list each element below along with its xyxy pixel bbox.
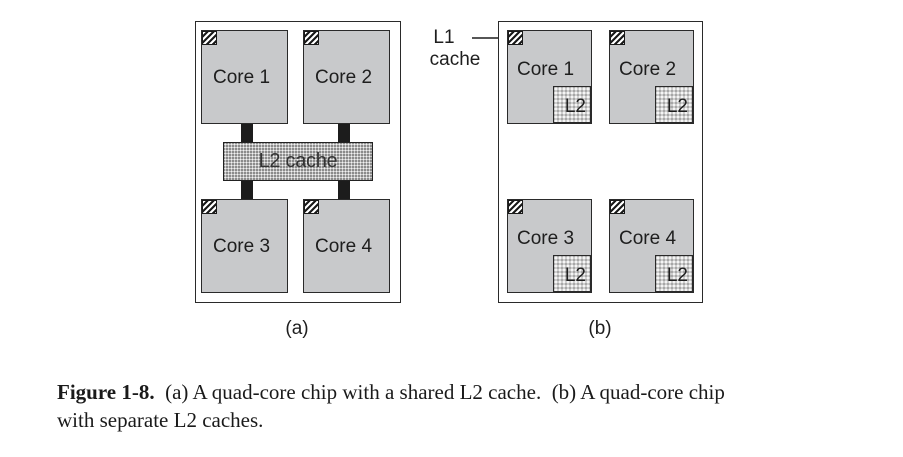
core-a-2: Core 2	[303, 30, 390, 124]
caption-line1-text: (a) A quad-core chip with a shared L2 ca…	[165, 380, 725, 404]
private-l2-cache: L2	[553, 86, 591, 123]
annotation-line2: cache	[429, 49, 481, 70]
l1-cache-annotation: L1 cache	[420, 27, 490, 71]
panel-b-label: (b)	[588, 318, 612, 339]
private-l2-cache: L2	[655, 86, 693, 123]
core-label: Core 1	[517, 59, 575, 80]
core-b-2: Core 2 L2	[609, 30, 694, 124]
bus-connector-core2	[338, 123, 350, 143]
private-l2-cache: L2	[553, 255, 591, 292]
core-b-3: Core 3 L2	[507, 199, 592, 293]
shared-l2-cache-label: L2 cache	[258, 150, 338, 172]
bus-connector-core3	[241, 179, 253, 200]
core-label: Core 2	[619, 59, 677, 80]
l1-cache-icon	[508, 31, 523, 45]
core-b-1: Core 1 L2	[507, 30, 592, 124]
core-label: Core 2	[315, 67, 373, 88]
caption-line1: Figure 1-8. (a) A quad-core chip with a …	[57, 378, 725, 406]
shared-l2-cache: L2 cache	[223, 142, 373, 181]
private-l2-label: L2	[564, 96, 586, 117]
core-label: Core 4	[315, 236, 373, 257]
core-a-3: Core 3	[201, 199, 288, 293]
bus-connector-core1	[241, 123, 253, 143]
l1-cache-icon	[202, 31, 217, 45]
core-label: Core 4	[619, 228, 677, 249]
core-label: Core 1	[213, 67, 271, 88]
private-l2-label: L2	[666, 265, 688, 286]
private-l2-label: L2	[564, 265, 586, 286]
caption-line2: with separate L2 caches.	[57, 408, 264, 432]
private-l2-label: L2	[666, 96, 688, 117]
l1-cache-icon	[304, 31, 319, 45]
core-a-4: Core 4	[303, 199, 390, 293]
bus-connector-core4	[338, 179, 350, 200]
private-l2-cache: L2	[655, 255, 693, 292]
l1-cache-icon	[202, 200, 217, 214]
core-b-4: Core 4 L2	[609, 199, 694, 293]
figure-number: Figure 1-8.	[57, 380, 155, 404]
core-label: Core 3	[213, 236, 271, 257]
panel-a-label: (a)	[285, 318, 309, 339]
l1-cache-icon	[610, 200, 625, 214]
core-label: Core 3	[517, 228, 575, 249]
core-a-1: Core 1	[201, 30, 288, 124]
l1-cache-icon	[508, 200, 523, 214]
figure-caption: Figure 1-8. (a) A quad-core chip with a …	[57, 378, 725, 434]
l1-cache-icon	[610, 31, 625, 45]
l1-cache-icon	[304, 200, 319, 214]
annotation-line1: L1	[433, 27, 455, 48]
